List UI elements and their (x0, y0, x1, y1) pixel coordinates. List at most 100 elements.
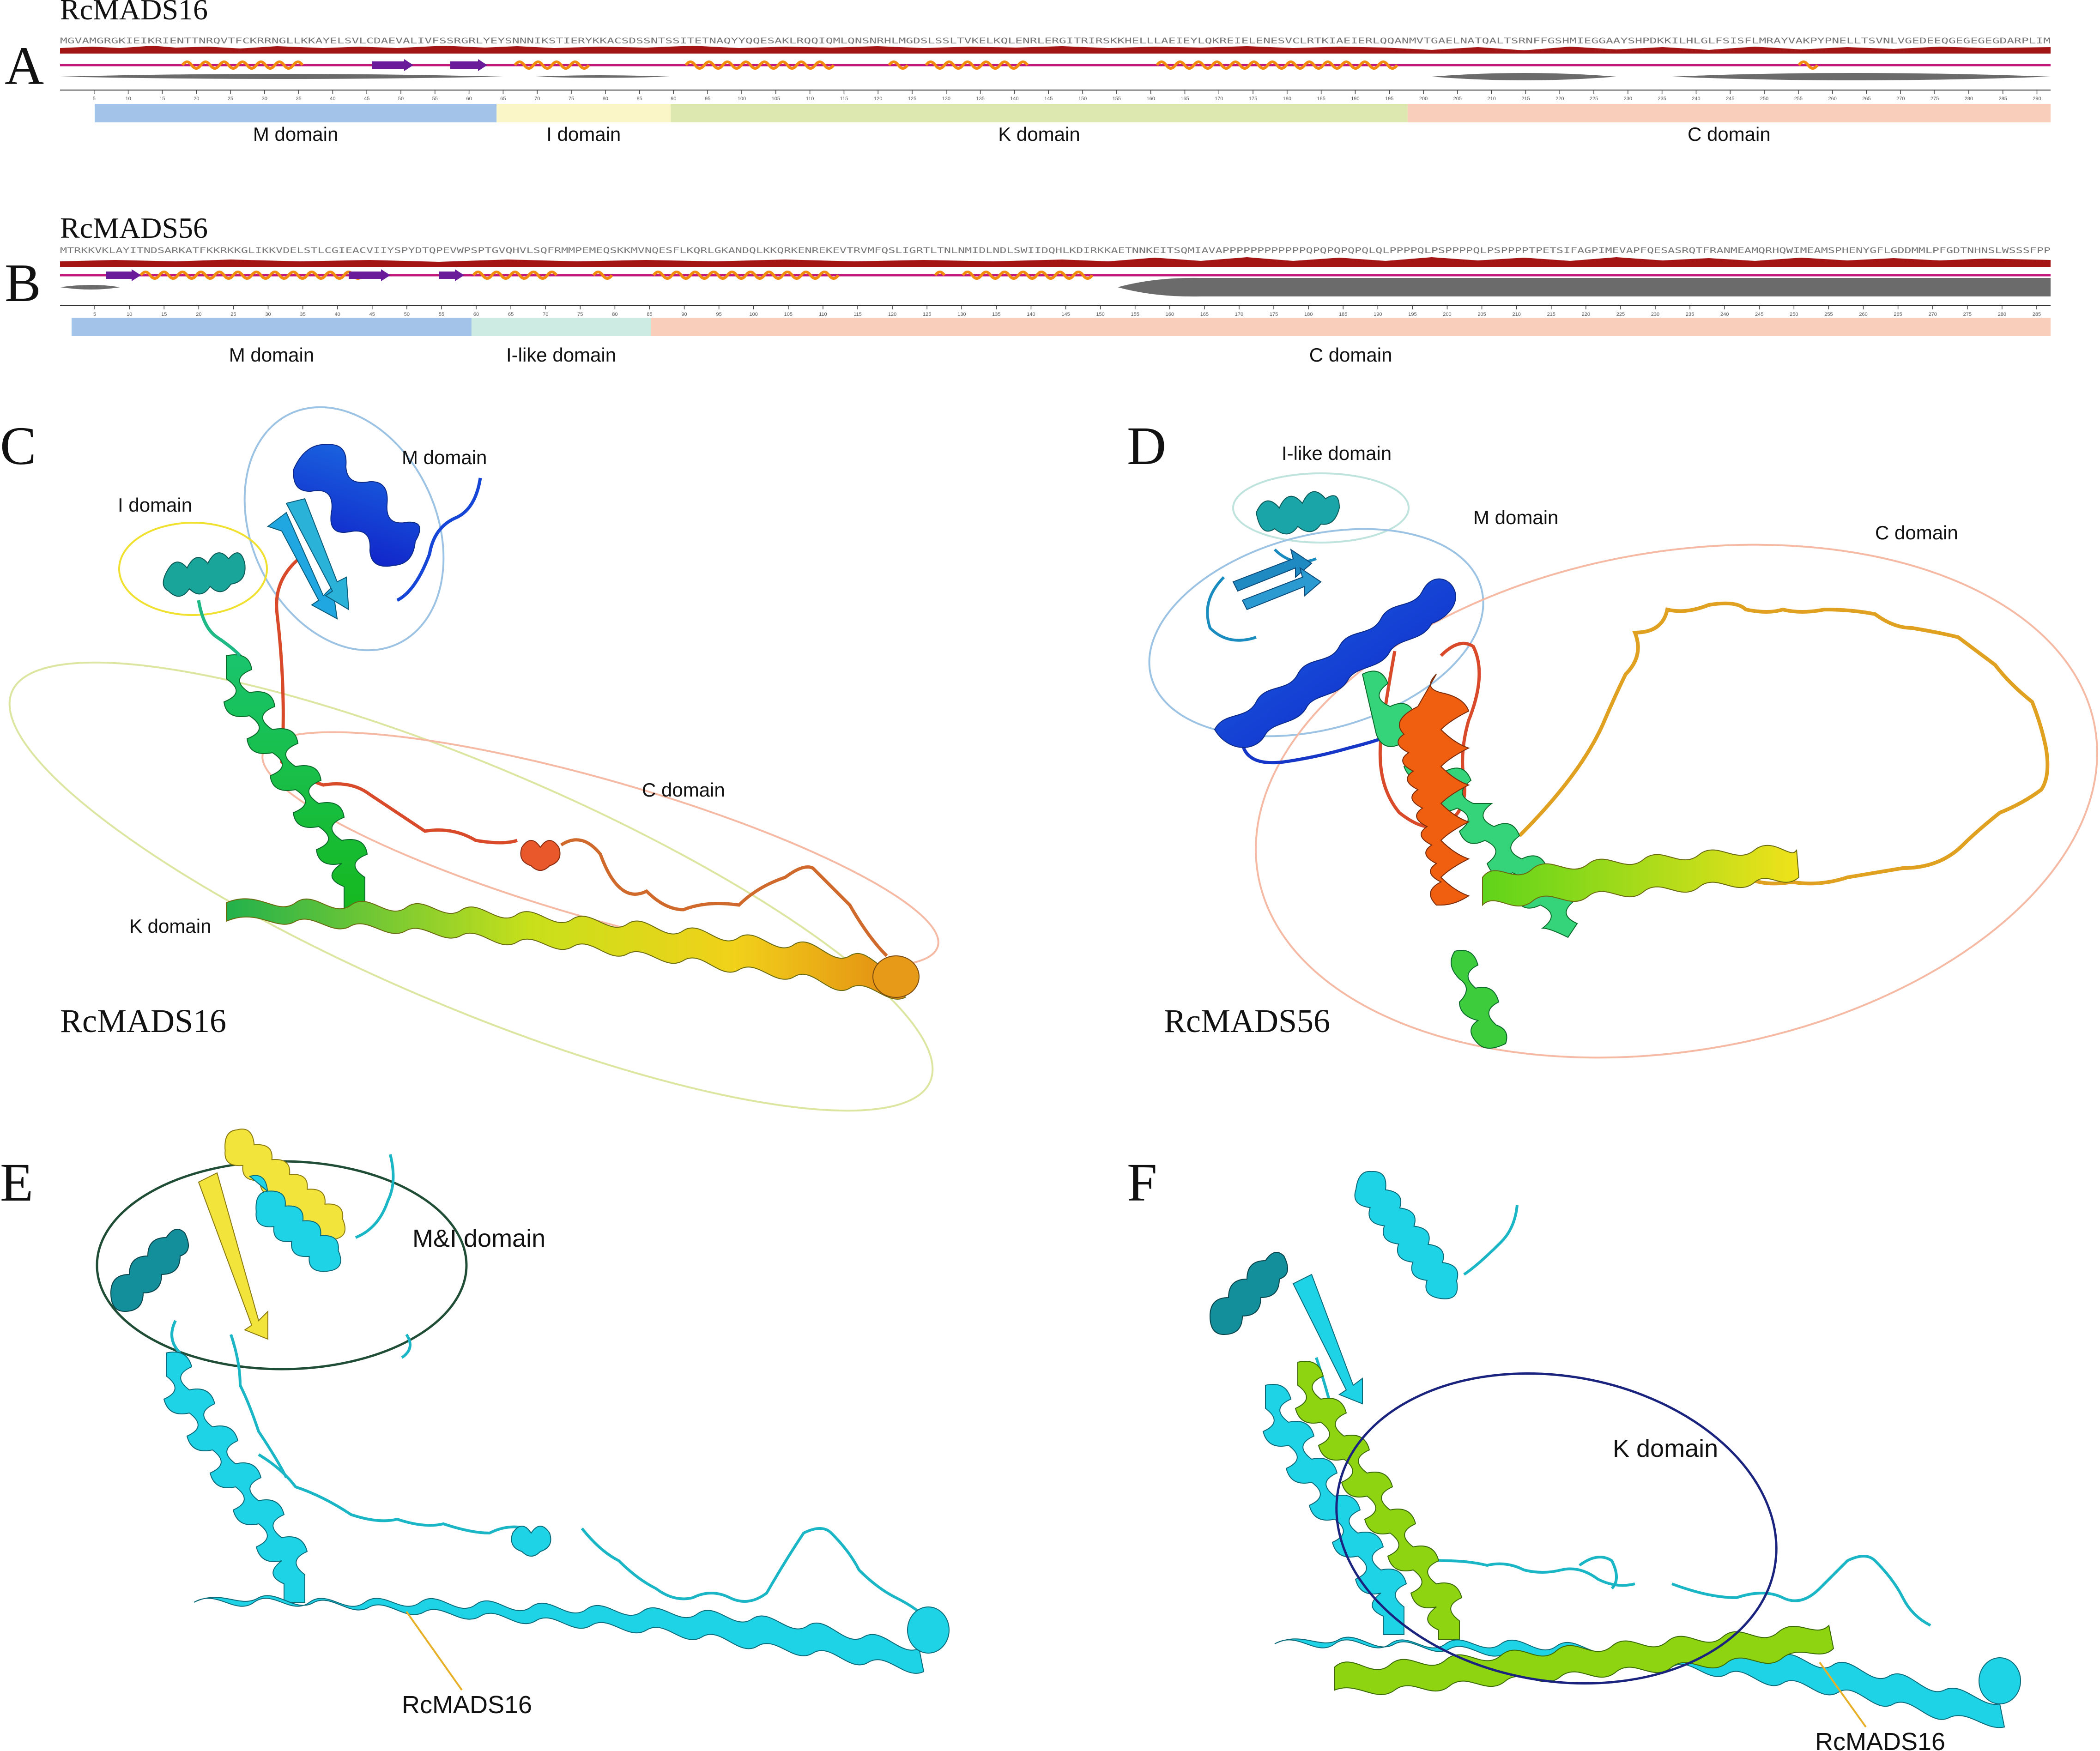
panel-f: F K domain RcMADS16 (1127, 1152, 2021, 1751)
domain-label: C domain (1688, 123, 1771, 145)
axis-tick-label: 240 (1692, 96, 1700, 102)
domain-bar (95, 104, 497, 122)
axis-tick-label: 250 (1760, 96, 1768, 102)
axis-tick-label: 260 (1828, 96, 1836, 102)
axis-tick-label: 190 (1374, 312, 1382, 317)
axis-tick-label: 40 (335, 312, 340, 317)
axis-tick-label: 205 (1477, 312, 1486, 317)
k-domain-outline (1335, 1372, 1778, 1685)
disorder-profile (60, 46, 2051, 54)
axis-tick-label: 5 (93, 96, 96, 102)
axis-tick-label: 15 (161, 312, 167, 317)
axis-tick-label: 220 (1555, 96, 1564, 102)
i-domain-helix (163, 552, 246, 597)
domain-label: M domain (253, 123, 338, 145)
helix-teal-top (1209, 1252, 1288, 1335)
label-pointer (1819, 1661, 1867, 1728)
axis-tick-label: 185 (1317, 96, 1325, 102)
axis-tick-label: 95 (705, 96, 710, 102)
axis-tick-label: 135 (992, 312, 1000, 317)
m-domain-helix (1214, 578, 1456, 748)
axis-tick-label: 180 (1283, 96, 1291, 102)
axis-tick-label: 95 (716, 312, 722, 317)
i-like-domain-label: I-like domain (1282, 442, 1392, 464)
axis-tick-label: 115 (853, 312, 862, 317)
axis-tick-label: 30 (262, 96, 267, 102)
axis-tick-label: 5 (93, 312, 96, 317)
k-domain-label: K domain (129, 915, 211, 937)
axis-tick-label: 205 (1453, 96, 1462, 102)
axis-tick-label: 50 (404, 312, 410, 317)
axis-tick-label: 60 (473, 312, 479, 317)
structure-coil (258, 1453, 925, 1618)
axis-tick-label: 285 (1998, 96, 2007, 102)
domain-label: I domain (546, 123, 621, 145)
axis-tick-label: 65 (500, 96, 506, 102)
panel-letter: D (1127, 416, 1166, 476)
axis-tick-label: 70 (543, 312, 548, 317)
axis-tick-label: 115 (840, 96, 848, 102)
panel-d: D I-like domain M domain C domain RcMADS… (1127, 416, 2098, 1059)
axis-tick-label: 55 (432, 96, 438, 102)
c-terminal-helix (511, 1526, 551, 1557)
axis-tick-label: 80 (612, 312, 617, 317)
m-domain-strands (1241, 567, 1322, 610)
axis-tick-label: 190 (1351, 96, 1359, 102)
axis-tick-label: 80 (603, 96, 608, 102)
panel-letter: B (5, 253, 41, 313)
strands-cyan (1292, 1274, 1363, 1405)
axis-tick-label: 275 (1931, 96, 1939, 102)
axis-tick-label: 255 (1794, 96, 1803, 102)
domain-bar (1407, 104, 2051, 122)
axis-tick-label: 280 (1998, 312, 2006, 317)
panel-letter: A (5, 36, 44, 96)
domain-bar (651, 318, 2051, 336)
c-domain-helix-long (1482, 845, 1800, 907)
axis-tick-label: 125 (908, 96, 916, 102)
axis-tick-label: 230 (1624, 96, 1632, 102)
panel-letter: F (1127, 1152, 1157, 1213)
axis-tick-label: 65 (508, 312, 514, 317)
panel-a: A RcMADS16 MGVAMGRGKIEIKRIENTTNRQVTFCKRR… (5, 0, 2051, 145)
axis-tick-label: 225 (1616, 312, 1625, 317)
axis-tick-label: 165 (1200, 312, 1209, 317)
axis-tick-label: 245 (1726, 96, 1734, 102)
axis-tick-label: 15 (159, 96, 165, 102)
m-domain-label: M domain (402, 447, 487, 468)
panel-e: E M&I domain RcMADS16 (0, 1129, 950, 1719)
mi-domain-label: M&I domain (412, 1225, 545, 1252)
axis-tick-label: 285 (2033, 312, 2041, 317)
c-terminal-helix (1979, 1657, 2021, 1704)
axis-tick-label: 90 (681, 312, 687, 317)
panel-b: B RcMADS56 MTRKKVKLAYITNDSARKATFKKRKKGLI… (5, 211, 2051, 366)
axis-tick-label: 145 (1061, 312, 1070, 317)
axis-tick-label: 45 (369, 312, 375, 317)
axis-tick-label: 170 (1235, 312, 1243, 317)
axis-tick-label: 265 (1894, 312, 1902, 317)
n-terminal-coil (1241, 737, 1382, 765)
axis-tick-label: 235 (1658, 96, 1666, 102)
axis-tick-label: 45 (364, 96, 369, 102)
axis-tick-label: 185 (1339, 312, 1347, 317)
axis-tick-label: 200 (1419, 96, 1428, 102)
label-pointer (405, 1611, 463, 1691)
structure-coil (170, 1154, 412, 1479)
axis-tick-label: 25 (230, 312, 236, 317)
axis-tick-label: 155 (1113, 96, 1121, 102)
axis-tick-label: 170 (1215, 96, 1223, 102)
axis-tick-label: 155 (1131, 312, 1139, 317)
i-like-domain-outline (1232, 472, 1410, 543)
axis-tick-label: 135 (976, 96, 984, 102)
disorder-profile (60, 257, 2051, 267)
axis-tick-label: 270 (1929, 312, 1937, 317)
axis-tick-label: 35 (300, 312, 305, 317)
m-domain-outline (1148, 528, 1484, 737)
protein-caption: RcMADS56 (1164, 1002, 1330, 1039)
k-domain-outline (8, 661, 934, 1112)
axis-tick-label: 275 (1963, 312, 1972, 317)
axis-tick-label: 130 (942, 96, 950, 102)
protein-label: RcMADS16 (1815, 1728, 1945, 1751)
